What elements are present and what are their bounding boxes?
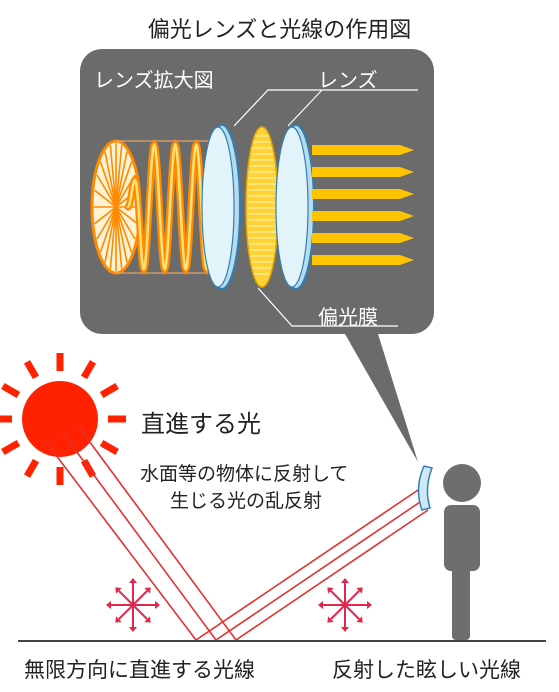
unpolarized-light-wheel-icon bbox=[90, 139, 142, 275]
rear-lens bbox=[275, 124, 315, 290]
callout-title: レンズ拡大図 bbox=[94, 68, 214, 92]
bottom-label-right: 反射した眩しい光線 bbox=[332, 658, 521, 682]
front-lens bbox=[201, 124, 241, 290]
lens-label: レンズ bbox=[318, 68, 378, 92]
scatter-arrows-left-icon bbox=[106, 578, 160, 632]
polarized-output-beams bbox=[312, 145, 414, 265]
leader-lines bbox=[233, 89, 418, 327]
reflection-text-line2: 生じる光の乱反射 bbox=[170, 490, 323, 512]
reflection-text-line1: 水面等の物体に反射して bbox=[140, 463, 349, 485]
polarizing-film bbox=[245, 126, 279, 288]
bottom-label-left: 無限方向に直進する光線 bbox=[24, 658, 255, 682]
direct-light-label: 直進する光 bbox=[141, 410, 261, 438]
diagram-title: 偏光レンズと光線の作用図 bbox=[147, 18, 412, 43]
glasses-lens-icon bbox=[417, 465, 434, 511]
direct-rays bbox=[45, 425, 237, 641]
scatter-arrows-right-icon bbox=[318, 578, 372, 632]
sun-icon bbox=[0, 353, 126, 485]
polarizing-film-label: 偏光膜 bbox=[318, 305, 378, 329]
reflected-rays bbox=[195, 485, 429, 641]
person-icon bbox=[443, 464, 481, 640]
